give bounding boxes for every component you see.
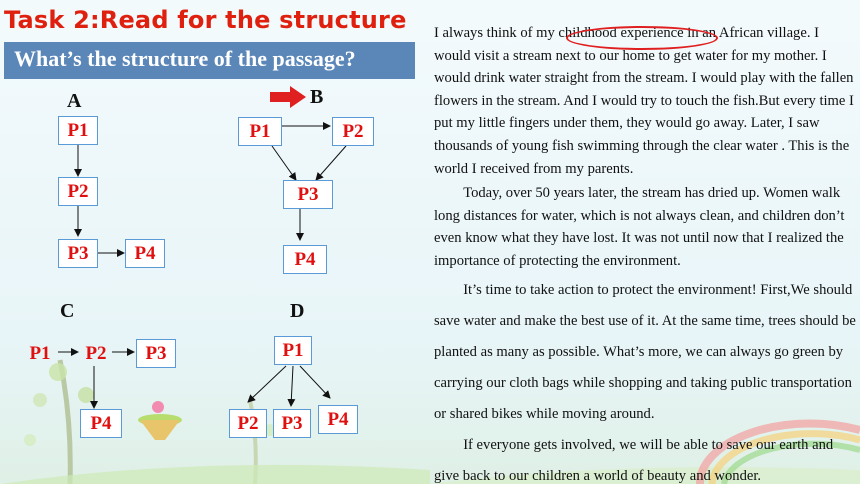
passage-paragraph-3: It’s time to take action to protect the …: [434, 281, 856, 422]
diagram-arrows: [58, 86, 347, 409]
option-b-p2: P2: [332, 117, 374, 146]
page-title: Task 2:Read for the structure: [4, 6, 407, 34]
option-d-p2: P2: [229, 409, 267, 438]
arrow-b-p1-p3: [271, 145, 297, 181]
reading-passage: I always think of my childhood experienc…: [434, 22, 858, 492]
option-d-p1: P1: [274, 336, 312, 365]
option-a-p1: P1: [58, 116, 98, 145]
passage-paragraph-2: Today, over 50 years later, the stream h…: [434, 185, 845, 269]
passage-paragraph-1: I always think of my childhood experienc…: [434, 25, 854, 177]
arrow-d-p1-p4: [299, 365, 331, 399]
option-d-label[interactable]: D: [290, 300, 305, 322]
passage-paragraph-4: If everyone gets involved, we will be ab…: [434, 436, 834, 484]
option-b-p1: P1: [238, 117, 282, 146]
option-d-p3: P3: [273, 409, 311, 438]
option-a-p4: P4: [125, 239, 165, 268]
selected-pointer-arrow: [270, 86, 306, 108]
arrow-d-p1-p2: [247, 365, 287, 403]
option-c-p1: P1: [29, 342, 51, 364]
option-d-p4: P4: [318, 405, 358, 434]
floating-island: [138, 401, 182, 440]
question-text: What’s the structure of the passage?: [14, 46, 356, 71]
option-c-label[interactable]: C: [60, 300, 75, 322]
arrow-b-p2-p3: [315, 145, 347, 181]
option-c-p4: P4: [80, 409, 122, 438]
option-a-p3: P3: [58, 239, 98, 268]
option-b-label[interactable]: B: [310, 86, 324, 108]
option-a-label[interactable]: A: [67, 90, 82, 112]
ground-hills: [0, 464, 860, 484]
rainbow-corner: [695, 419, 860, 484]
option-a-p2: P2: [58, 177, 98, 206]
highlight-ellipse-childhood-experience: [566, 26, 718, 50]
option-c-p3: P3: [136, 339, 176, 368]
arrow-d-p1-p3: [287, 365, 296, 407]
option-b-p4: P4: [283, 245, 327, 274]
question-banner: What’s the structure of the passage?: [4, 42, 415, 79]
option-c-p2: P2: [85, 342, 107, 364]
option-b-p3: P3: [283, 180, 333, 209]
